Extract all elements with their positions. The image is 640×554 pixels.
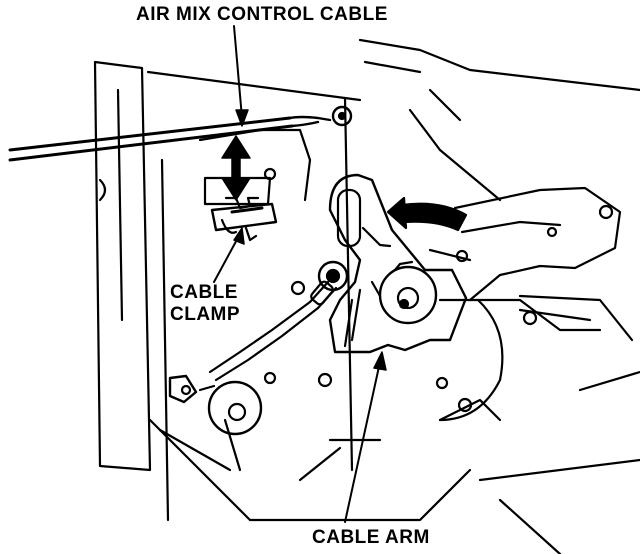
air-mix-control-cable-label: AIR MIX CONTROL CABLE — [136, 4, 388, 25]
cable-clamp — [203, 176, 278, 242]
cable-clamp-label-line1: CABLE — [170, 282, 238, 303]
cable-clamp-label-line2: CLAMP — [170, 304, 241, 325]
cable-arm-label: CABLE ARM — [312, 527, 430, 548]
cable-arm-assembly — [317, 173, 468, 354]
housing-holes — [263, 167, 333, 388]
air-mix-control-cable — [8, 105, 353, 162]
linkage-rod — [168, 280, 338, 436]
mechanism-plate — [428, 186, 634, 422]
leader-cable-clamp — [213, 227, 245, 283]
cable-clamp-label: CABLE CLAMP — [170, 282, 240, 326]
leader-air-mix — [233, 25, 249, 127]
double-arrow — [221, 135, 251, 201]
heater-housing — [93, 38, 640, 554]
rotation-arrow — [386, 196, 468, 232]
leader-cable-arm — [344, 351, 387, 523]
